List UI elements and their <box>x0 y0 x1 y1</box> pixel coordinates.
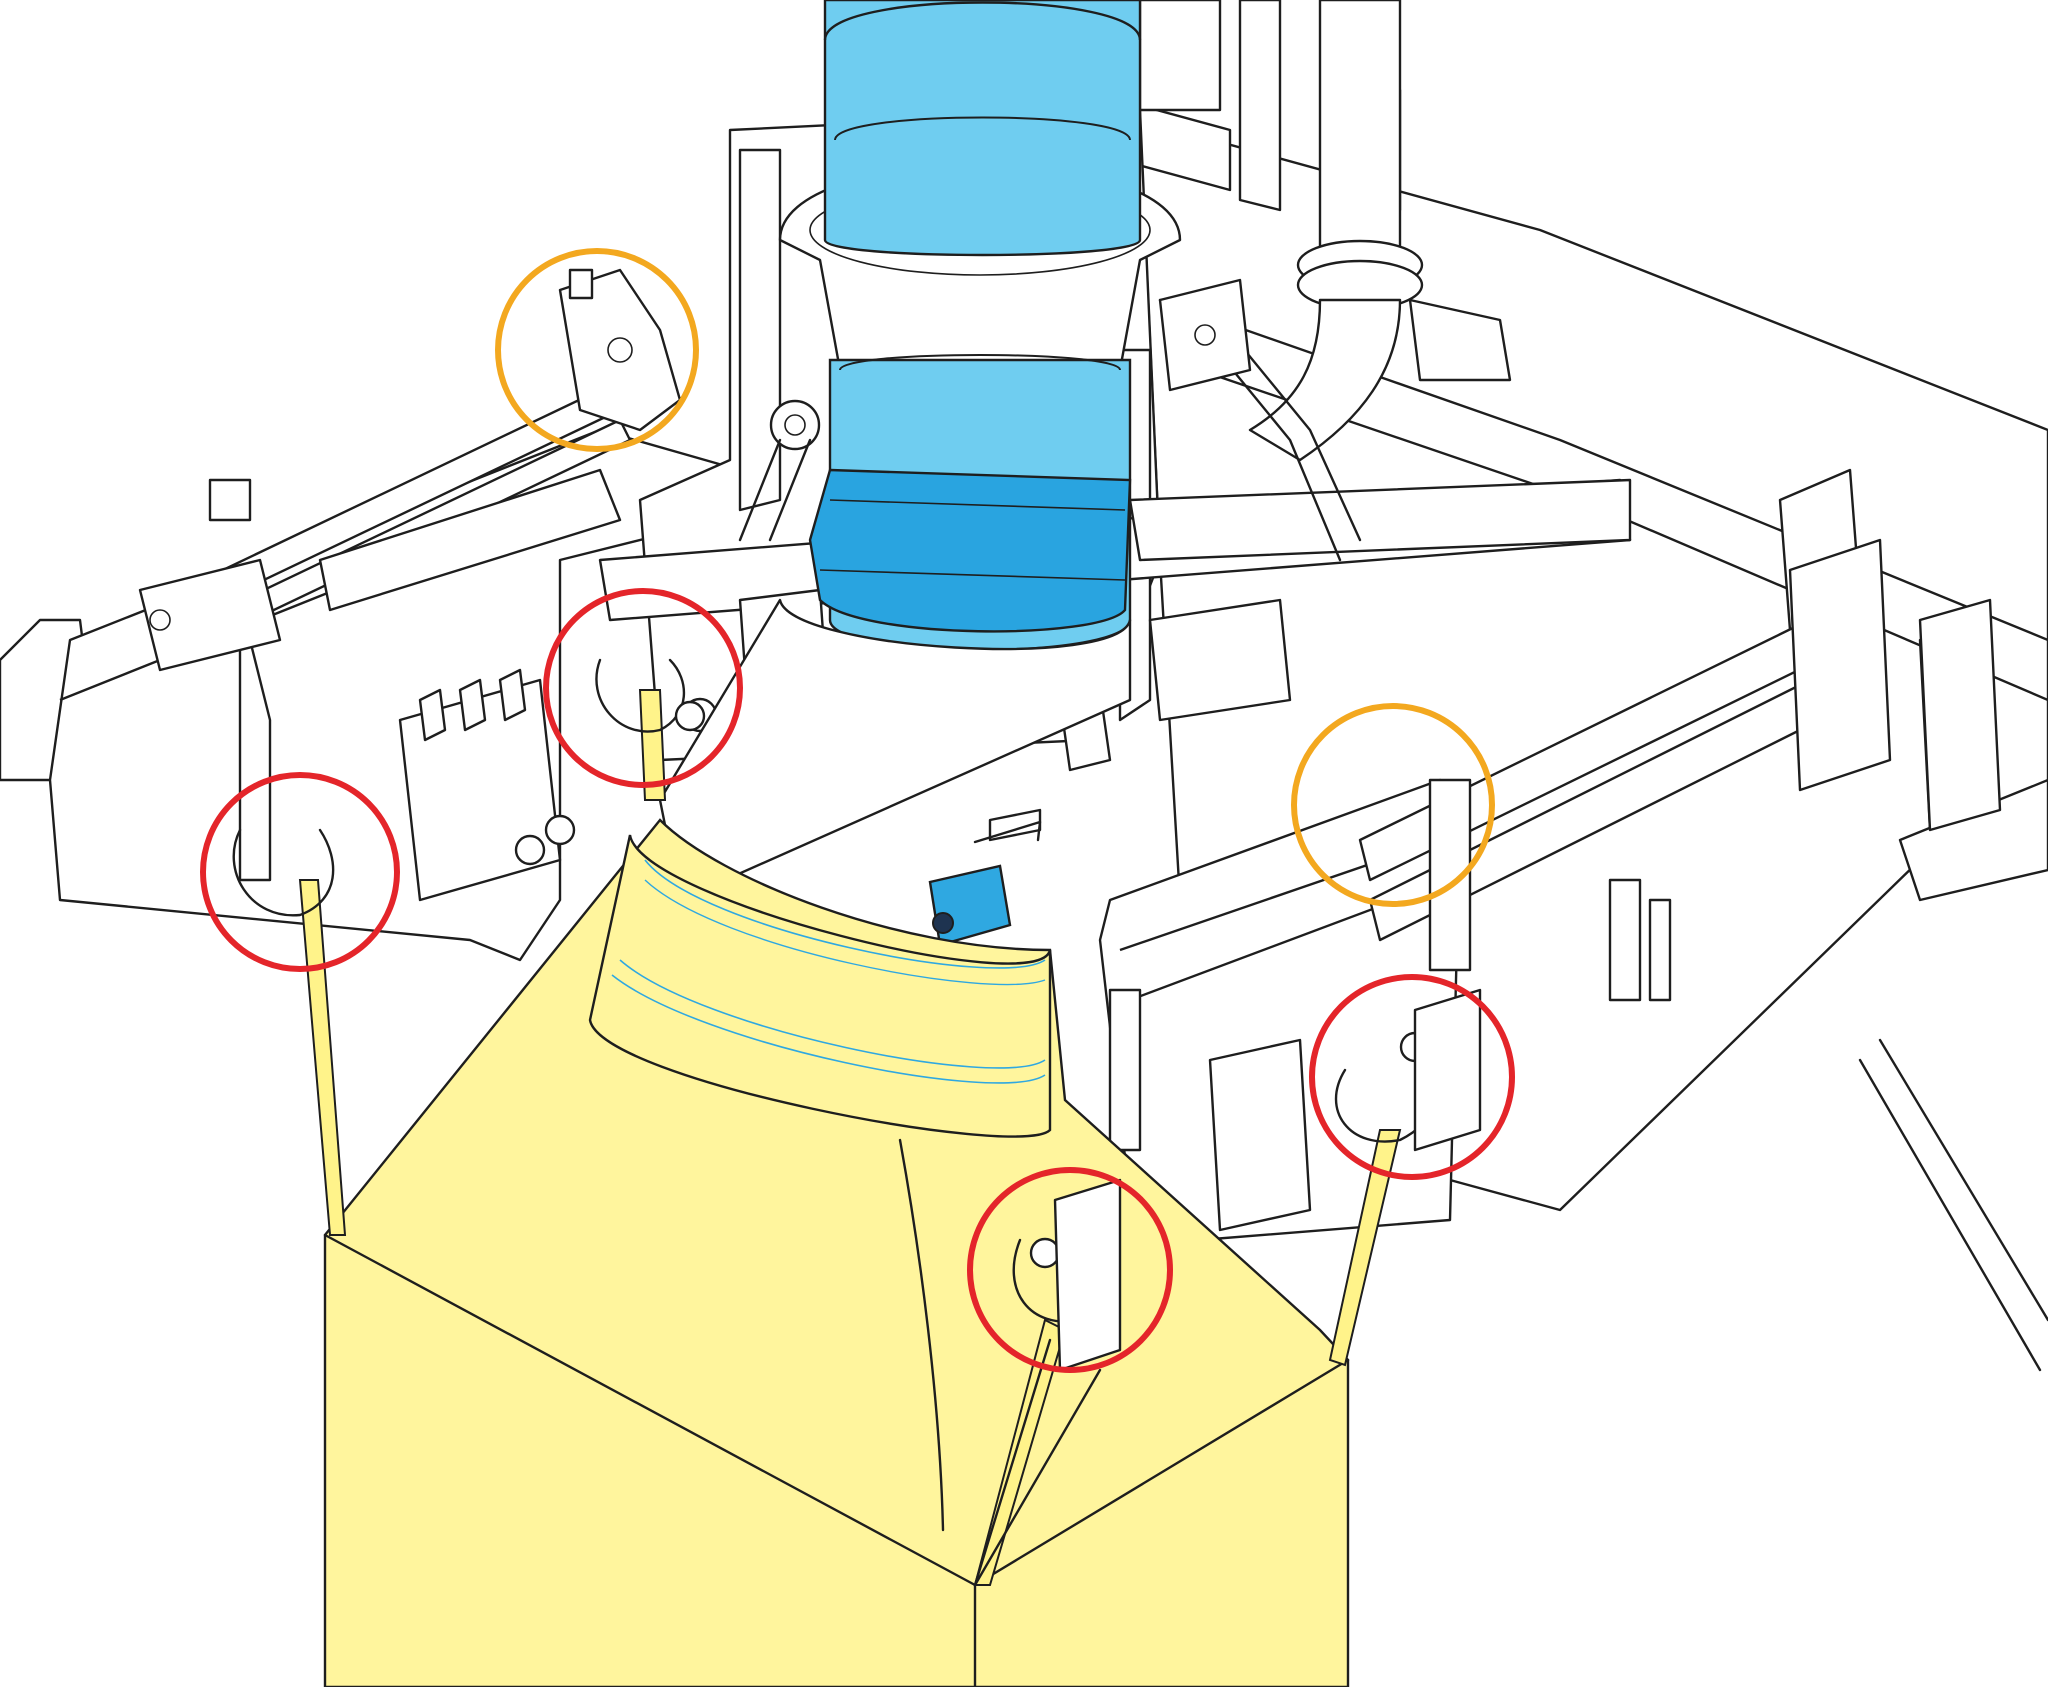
filling-spout <box>658 0 1142 902</box>
pipe-elbow <box>1248 298 1402 462</box>
bulk-bag <box>298 689 1402 1687</box>
highlight-circles <box>200 248 1515 1373</box>
spout-sensor <box>928 820 1042 947</box>
vertical-pipe <box>1318 0 1402 262</box>
red-highlight-left-hook <box>200 772 400 972</box>
left-arm-assembly <box>0 268 742 962</box>
red-highlight-center-right-hook <box>967 1167 1173 1373</box>
orange-highlight-left-actuator <box>495 248 699 452</box>
orange-highlight-right-actuator <box>1291 703 1495 907</box>
red-highlight-center-left-hook <box>543 588 743 788</box>
right-arm-assembly <box>1098 538 2002 1242</box>
red-highlight-right-hook <box>1309 974 1515 1180</box>
bag-hooks <box>232 658 1482 1372</box>
